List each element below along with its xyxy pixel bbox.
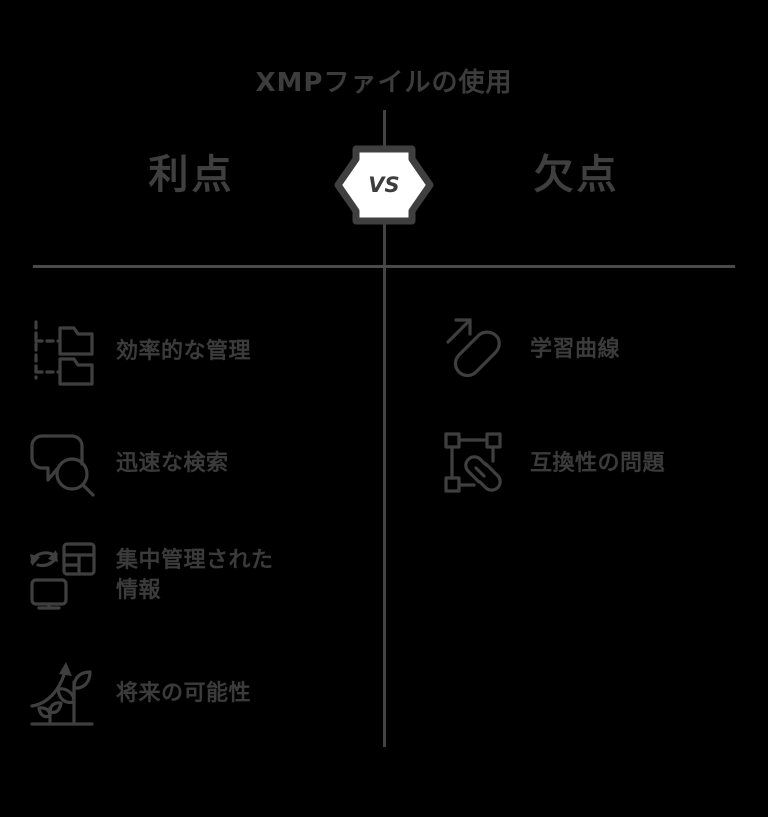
column-heading-pros: 利点 [148, 152, 235, 198]
list-item-label: 互換性の問題 [530, 451, 666, 477]
vs-badge: VS [334, 143, 434, 227]
list-item-label: 迅速な検索 [116, 451, 229, 477]
curved-path-arrow-icon [440, 314, 512, 386]
page-title: XMPファイルの使用 [255, 68, 513, 98]
list-item: 学習曲線 [440, 314, 620, 386]
growth-plant-arrow-icon [26, 658, 98, 730]
broken-link-nodes-icon [440, 428, 512, 500]
list-item-label: 学習曲線 [530, 337, 621, 363]
list-item: 将来の可能性 [26, 658, 251, 730]
list-item: 互換性の問題 [440, 428, 665, 500]
vs-hexagon-icon [334, 145, 434, 225]
list-item: 集中管理された 情報 [26, 540, 274, 612]
list-item-label: 効率的な管理 [116, 339, 252, 365]
folder-tree-icon [26, 316, 98, 388]
vertical-divider [383, 110, 386, 747]
list-item-label: 将来の可能性 [116, 681, 252, 707]
column-heading-cons: 欠点 [533, 152, 620, 198]
server-monitor-sync-icon [26, 540, 98, 612]
horizontal-divider [33, 265, 735, 268]
list-item-label: 集中管理された 情報 [116, 548, 274, 603]
list-item: 効率的な管理 [26, 316, 251, 388]
list-item: 迅速な検索 [26, 428, 229, 500]
vs-badge-label: VS [368, 173, 400, 197]
speech-bubble-search-icon [26, 428, 98, 500]
